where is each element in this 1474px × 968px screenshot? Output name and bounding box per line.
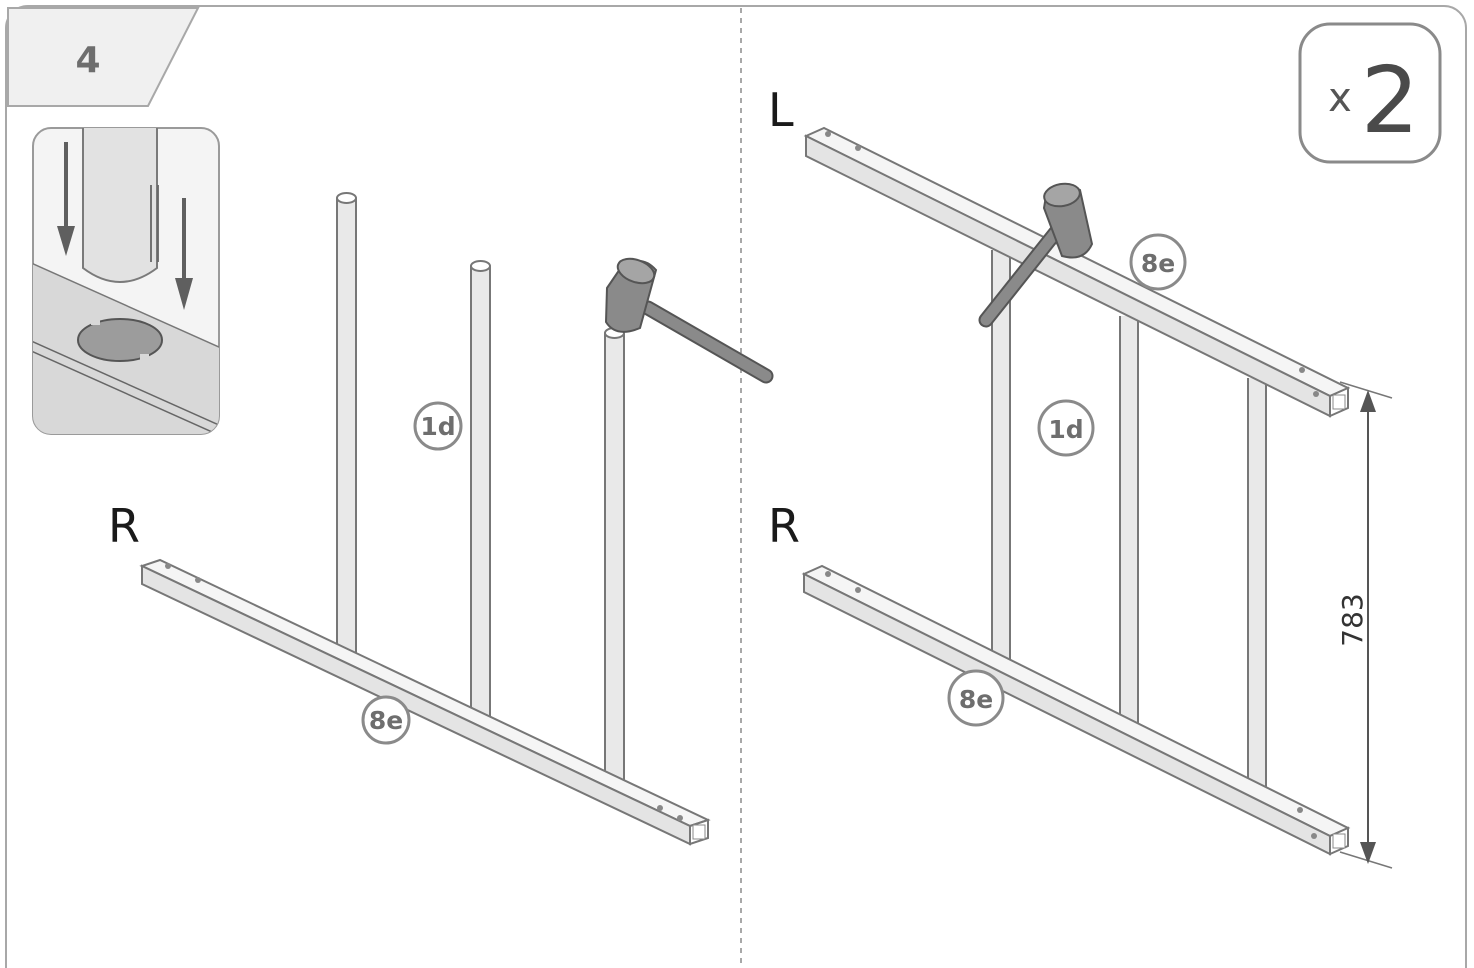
left-bottom-rail — [139, 558, 711, 846]
step-number: 4 — [75, 40, 100, 81]
right-post — [1119, 316, 1139, 730]
left-rail-part-badge: 8e — [361, 695, 411, 745]
left-post-part-badge: 1d — [413, 401, 463, 451]
mallet-icon — [604, 257, 774, 384]
right-post-part-badge: 1d — [1037, 399, 1095, 457]
svg-text:8e: 8e — [1141, 249, 1175, 278]
left-post — [604, 327, 625, 790]
right-top-rail — [803, 126, 1351, 418]
right-post — [1247, 378, 1267, 794]
dimension-value: 783 — [1336, 593, 1369, 646]
multiplier-box: x 2 — [1298, 22, 1442, 164]
svg-text:8e: 8e — [369, 706, 403, 735]
svg-text:8e: 8e — [959, 685, 993, 714]
right-bottom-side-label: R — [768, 499, 800, 553]
svg-text:1d: 1d — [1048, 415, 1083, 444]
left-side-label: R — [108, 499, 140, 553]
left-post — [470, 260, 491, 724]
arrow-down-icon — [57, 142, 75, 256]
outer-frame — [5, 5, 1467, 968]
step-tab: 4 — [7, 7, 200, 107]
arrow-down-icon — [175, 198, 193, 310]
right-bottom-rail — [801, 564, 1351, 856]
right-top-rail-part-badge: 8e — [1129, 233, 1187, 291]
right-bottom-rail-part-badge: 8e — [947, 669, 1005, 727]
left-post — [336, 192, 357, 660]
mallet-icon — [978, 182, 1094, 328]
dimension-line: 783 — [1336, 381, 1393, 869]
inset-detail — [32, 127, 220, 435]
multiplier-x: x — [1328, 75, 1352, 121]
multiplier-count: 2 — [1361, 47, 1420, 154]
inset-hole — [77, 318, 163, 362]
svg-text:1d: 1d — [420, 412, 455, 441]
inset-tube — [82, 128, 158, 283]
right-top-side-label: L — [768, 83, 794, 137]
